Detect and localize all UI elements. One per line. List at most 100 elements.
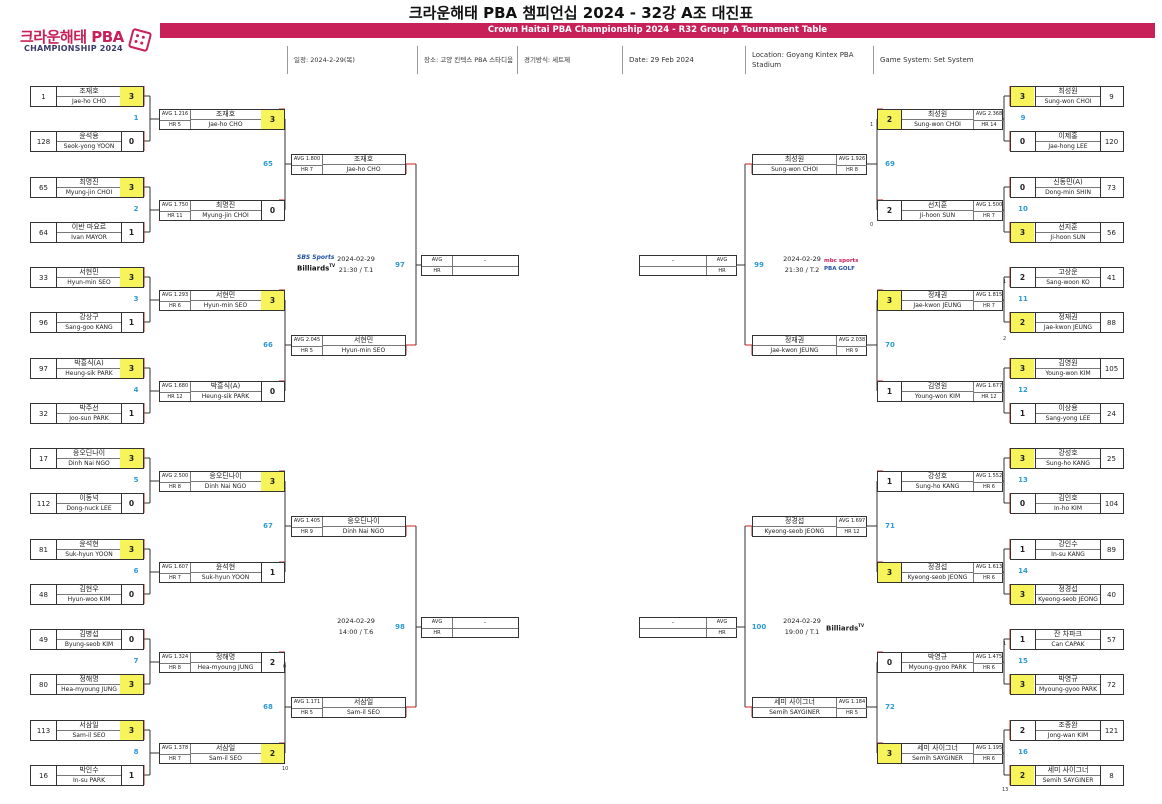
set-score: 3 xyxy=(120,721,143,740)
player-name-en: Sung-won CHOI xyxy=(1044,98,1092,105)
match-number: 68 xyxy=(263,702,273,711)
player-name-kr: 박영규 xyxy=(902,653,973,663)
set-score: 2 xyxy=(878,110,901,129)
set-score: 3 xyxy=(1011,359,1034,378)
match-date: 2024-02-29 xyxy=(783,617,821,625)
player-name-kr: 잔 차파크 xyxy=(1036,630,1100,640)
set-score: 1 xyxy=(1019,545,1026,554)
hr-value: HR 7 xyxy=(168,755,181,762)
pending-result: - xyxy=(640,618,706,629)
player-name-en: Jae-kwon JEUNG xyxy=(913,302,962,309)
match-number: 12 xyxy=(1018,385,1028,394)
set-score: 1 xyxy=(128,228,135,237)
hr-value: HR 6 xyxy=(982,755,995,762)
avg-value: AVG 1.324 xyxy=(160,653,190,664)
match-number: 14 xyxy=(1018,566,1028,575)
seed-number: 89 xyxy=(1107,545,1116,554)
player-name-en: Jae-kwon JEUNG xyxy=(1043,324,1093,331)
billiards-text: Billiards xyxy=(826,624,859,633)
player-name-kr: 강성호 xyxy=(902,472,973,482)
player-name-en: Kyeong-seob JEONG xyxy=(907,574,968,581)
player-name-en: Dinh Nai NGO xyxy=(68,460,110,467)
side-score: 10 xyxy=(282,766,289,772)
player-name-kr: 정재권 xyxy=(902,291,973,301)
seed-number: 105 xyxy=(1104,364,1119,373)
player-name-kr: 조재호 xyxy=(190,110,261,120)
hr-label: HR xyxy=(718,267,726,274)
sbs-line1: SBS Sports xyxy=(297,254,335,261)
player-name-en: Jong-wan KIM xyxy=(1047,732,1089,739)
player-name-kr: 박흥식(A) xyxy=(57,359,121,369)
set-score: 3 xyxy=(120,675,143,694)
player-name-kr: 조재호 xyxy=(57,87,121,97)
match-date: 2024-02-29 xyxy=(337,617,375,625)
hr-value: HR 6 xyxy=(982,574,995,581)
billiards-tv-logo: BilliardsTV xyxy=(826,622,864,632)
seed-number: 9 xyxy=(1109,92,1114,101)
player-name-en: Sung-ho KANG xyxy=(1046,460,1090,467)
player-name-kr: 정경섭 xyxy=(753,517,836,527)
set-score: 3 xyxy=(878,563,901,582)
logo-text: 크라운해태 PBA xyxy=(20,28,124,46)
hr-value: HR 5 xyxy=(168,121,181,128)
avg-value: AVG 1.552 xyxy=(974,472,1004,483)
hr-label: HR xyxy=(433,267,441,274)
seed-number: 81 xyxy=(39,545,48,554)
hr-value: HR 12 xyxy=(844,528,860,535)
player-name-en: Jae-ho CHO xyxy=(346,166,381,173)
seed-number: 120 xyxy=(1104,137,1119,146)
player-name-kr: 서현민 xyxy=(190,291,261,301)
info-system-kr: 경기방식: 세트제 xyxy=(517,46,622,74)
info-location-en: Location: Goyang Kintex PBA Stadium xyxy=(745,46,873,74)
info-date-en: Date: 29 Feb 2024 xyxy=(622,46,745,74)
seed-number: 104 xyxy=(1104,499,1119,508)
player-name-en: Semih SAYGINER xyxy=(769,709,820,716)
player-name-en: Sam-il SEO xyxy=(208,755,243,762)
seed-number: 88 xyxy=(1107,318,1116,327)
player-name-en: Hyun-min SEO xyxy=(67,279,111,286)
player-name-en: In-su KANG xyxy=(1051,551,1085,558)
player-name-kr: 강인수 xyxy=(1036,540,1100,550)
seed-number: 80 xyxy=(39,680,48,689)
seed-number: 97 xyxy=(39,364,48,373)
hr-value: HR 12 xyxy=(981,393,997,400)
player-name-en: Kyeong-seob JEONG xyxy=(1038,596,1098,603)
player-name-en: Sang-woon KO xyxy=(1046,279,1090,286)
set-score: 3 xyxy=(261,110,284,129)
player-name-kr: 서삼일 xyxy=(57,721,121,731)
avg-value: AVG 1.697 xyxy=(837,517,867,528)
side-score: 2 xyxy=(1003,336,1007,342)
player-name-kr: 이동넉 xyxy=(57,494,121,504)
match-number: 99 xyxy=(754,261,764,269)
player-name-en: Young-won KIM xyxy=(914,393,961,400)
avg-value: AVG 1.195 xyxy=(974,744,1004,755)
player-name-kr: 세미 사이그너 xyxy=(753,698,836,708)
player-name-en: Dong-min SHIN xyxy=(1045,189,1091,196)
